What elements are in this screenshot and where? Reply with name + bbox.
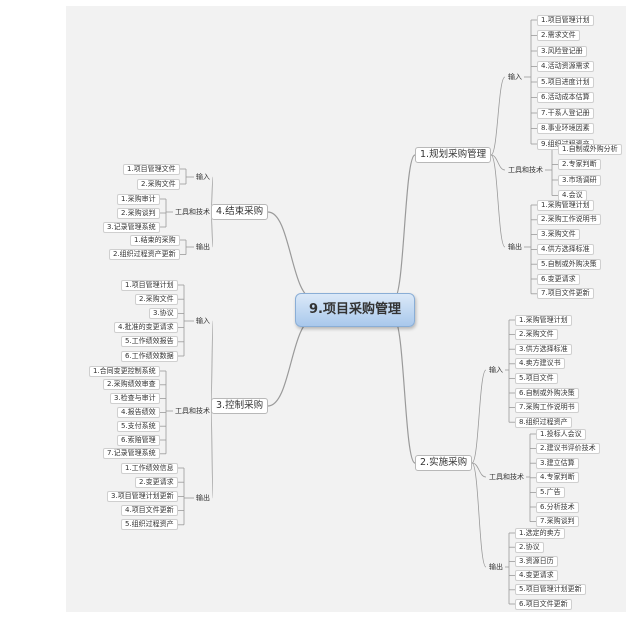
group-label-plan-0[interactable]: 输入: [508, 73, 522, 81]
leaf-topic[interactable]: 1.自制或外购分析: [558, 143, 622, 155]
leaf-topic[interactable]: 1.选定的卖方: [515, 527, 565, 539]
leaf-topic[interactable]: 4.专家判断: [536, 472, 579, 484]
group-label-plan-2[interactable]: 输出: [508, 243, 522, 251]
leaf-topic[interactable]: 1.投标人会议: [536, 428, 586, 440]
leaf-topic[interactable]: 2.采购文件: [515, 329, 558, 341]
leaf-topic[interactable]: 8.事业环境因素: [537, 123, 594, 134]
leaf-topic[interactable]: 1.项目管理计划: [537, 14, 594, 26]
leaf-topic[interactable]: 3.建立估算: [536, 457, 579, 469]
leaf-topic[interactable]: 7.采购工作说明书: [515, 402, 579, 414]
leaf-topic[interactable]: 1.采购管理计划: [537, 199, 594, 211]
group-connector: [490, 154, 506, 171]
branch-topic-plan[interactable]: 1.规划采购管理: [415, 147, 492, 163]
leaf-topic[interactable]: 4.批准的变更请求: [114, 322, 178, 334]
leaf-topic[interactable]: 8.组织过程资产: [515, 416, 572, 428]
leaf-topic[interactable]: 6.分析技术: [536, 501, 579, 513]
leaf-topic[interactable]: 2.需求文件: [537, 30, 580, 41]
leaf-topic[interactable]: 2.专家判断: [558, 159, 601, 170]
branch-connector: [393, 154, 416, 300]
leaf-topic[interactable]: 2.采购文件: [135, 293, 178, 305]
group-label-control-1[interactable]: 工具和技术: [175, 407, 210, 415]
leaf-topic[interactable]: 3.风险登记册: [537, 45, 587, 57]
leaf-topic[interactable]: 1.工作绩效信息: [121, 462, 178, 474]
group-connector: [210, 405, 214, 499]
branch-topic-close[interactable]: 4.结束采购: [211, 204, 269, 220]
leaf-topic[interactable]: 2.采购文件: [137, 178, 180, 190]
branch-connector: [267, 211, 315, 300]
group-label-conduct-1[interactable]: 工具和技术: [489, 473, 524, 481]
branch-connector: [393, 318, 416, 464]
leaf-topic[interactable]: 2.采购谈判: [117, 207, 160, 219]
group-label-close-2[interactable]: 输出: [196, 243, 210, 251]
leaf-topic[interactable]: 3.项目管理计划更新: [107, 490, 178, 502]
leaf-topic[interactable]: 2.组织过程资产更新: [109, 249, 180, 260]
branch-connector: [267, 318, 315, 407]
leaf-topic[interactable]: 5.组织过程资产: [121, 519, 178, 531]
group-connector: [210, 320, 214, 407]
branch-topic-control[interactable]: 3.控制采购: [211, 398, 269, 414]
leaf-topic[interactable]: 1.采购管理计划: [515, 314, 572, 326]
leaf-topic[interactable]: 6.索赔管理: [117, 434, 160, 446]
leaf-topic[interactable]: 3.记录管理系统: [103, 221, 160, 233]
leaf-topic[interactable]: 7.记录管理系统: [103, 448, 160, 460]
leaf-topic[interactable]: 4.报告绩效: [117, 406, 160, 418]
leaf-topic[interactable]: 5.项目文件: [515, 372, 558, 384]
leaf-topic[interactable]: 3.市场调研: [558, 174, 601, 186]
group-label-conduct-0[interactable]: 输入: [489, 366, 503, 374]
leaf-topic[interactable]: 6.项目文件更新: [515, 598, 572, 610]
leaf-topic[interactable]: 5.广告: [536, 486, 565, 498]
leaf-topic[interactable]: 1.项目管理计划: [121, 279, 178, 291]
group-connector: [490, 154, 506, 248]
leaf-topic[interactable]: 4.项目文件更新: [121, 505, 178, 517]
group-label-plan-1[interactable]: 工具和技术: [508, 166, 543, 174]
group-connector: [471, 462, 487, 478]
leaf-topic[interactable]: 6.工作绩效数据: [121, 350, 178, 362]
leaf-topic[interactable]: 4.变更请求: [515, 570, 558, 582]
leaf-topic[interactable]: 2.变更请求: [135, 476, 178, 488]
group-label-close-0[interactable]: 输入: [196, 173, 210, 181]
leaf-topic[interactable]: 3.协议: [149, 307, 178, 319]
leaf-topic[interactable]: 3.资源日历: [515, 555, 558, 567]
group-connector: [471, 369, 487, 464]
leaf-topic[interactable]: 3.采购文件: [537, 229, 580, 241]
leaf-topic[interactable]: 7.采购谈判: [536, 516, 579, 528]
leaf-topic[interactable]: 1.合同变更控制系统: [89, 365, 160, 377]
leaf-topic[interactable]: 5.项目管理计划更新: [515, 584, 586, 596]
leaf-topic[interactable]: 3.供方选择标准: [515, 343, 572, 355]
group-connector: [490, 76, 506, 156]
leaf-topic[interactable]: 4.活动资源需求: [537, 61, 594, 72]
leaf-topic[interactable]: 5.支付系统: [117, 420, 160, 432]
group-label-control-2[interactable]: 输出: [196, 494, 210, 502]
leaf-topic[interactable]: 1.结束的采购: [130, 234, 180, 246]
leaf-topic[interactable]: 4.供方选择标准: [537, 243, 594, 255]
leaf-topic[interactable]: 2.采购绩效审查: [103, 379, 160, 391]
root-topic[interactable]: 9.项目采购管理: [295, 293, 415, 327]
leaf-topic[interactable]: 7.干系人登记册: [537, 107, 594, 119]
branch-topic-conduct[interactable]: 2.实施采购: [415, 455, 473, 471]
group-label-conduct-2[interactable]: 输出: [489, 563, 503, 571]
leaf-topic[interactable]: 6.自制或外购决策: [515, 387, 579, 399]
leaf-topic[interactable]: 6.活动成本估算: [537, 92, 594, 103]
group-label-control-0[interactable]: 输入: [196, 317, 210, 325]
leaf-topic[interactable]: 1.项目管理文件: [123, 163, 180, 175]
leaf-topic[interactable]: 2.协议: [515, 541, 544, 553]
leaf-topic[interactable]: 3.检查与审计: [110, 393, 160, 405]
leaf-topic[interactable]: 4.卖方建议书: [515, 358, 565, 370]
group-label-close-1[interactable]: 工具和技术: [175, 208, 210, 216]
leaf-topic[interactable]: 2.建议书评价技术: [536, 443, 600, 455]
leaf-topic[interactable]: 7.项目文件更新: [537, 288, 594, 300]
leaf-topic[interactable]: 2.采购工作说明书: [537, 214, 601, 226]
group-connector: [471, 462, 487, 568]
leaf-topic[interactable]: 5.项目进度计划: [537, 76, 594, 88]
leaf-topic[interactable]: 6.变更请求: [537, 273, 580, 285]
leaf-topic[interactable]: 1.采购审计: [117, 193, 160, 205]
leaf-topic[interactable]: 5.工作绩效报告: [121, 336, 178, 348]
leaf-topic[interactable]: 5.自制或外购决策: [537, 258, 601, 270]
